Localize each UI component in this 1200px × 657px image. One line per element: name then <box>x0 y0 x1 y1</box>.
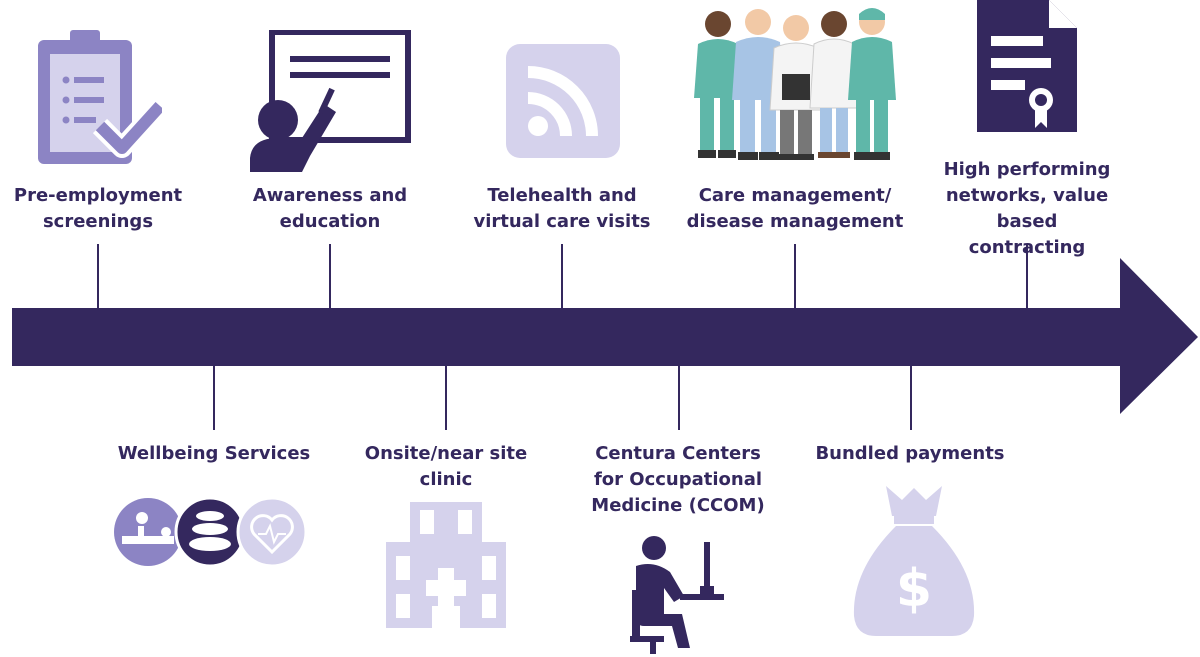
wellbeing-circles-icon <box>112 496 310 568</box>
label-care-management: Care management/ disease management <box>684 183 906 235</box>
person-at-computer-icon <box>630 536 726 656</box>
hospital-building-icon <box>386 502 506 628</box>
label-pre-employment: Pre-employment screenings <box>0 183 196 235</box>
label-wellbeing: Wellbeing Services <box>104 441 324 467</box>
label-awareness: Awareness and education <box>230 183 430 235</box>
clipboard-checklist-icon <box>36 30 162 166</box>
tick-bundled-payments <box>910 366 912 430</box>
tick-ccom <box>678 366 680 430</box>
money-bag-icon: $ <box>852 484 976 638</box>
label-onsite-clinic: Onsite/near site clinic <box>346 441 546 493</box>
medical-team-icon <box>688 4 902 164</box>
tick-care-management <box>794 244 796 308</box>
tick-wellbeing <box>213 366 215 430</box>
label-high-performing: High performing networks, value based co… <box>916 157 1138 261</box>
label-telehealth: Telehealth and virtual care visits <box>452 183 672 235</box>
presenter-board-icon <box>248 30 412 174</box>
tick-awareness <box>329 244 331 308</box>
tick-telehealth <box>561 244 563 308</box>
label-ccom: Centura Centers for Occupational Medicin… <box>568 441 788 519</box>
rss-feed-icon <box>506 44 620 158</box>
certificate-document-icon <box>977 0 1077 132</box>
tick-onsite-clinic <box>445 366 447 430</box>
svg-text:$: $ <box>896 559 932 619</box>
label-bundled-payments: Bundled payments <box>800 441 1020 467</box>
tick-pre-employment <box>97 244 99 308</box>
